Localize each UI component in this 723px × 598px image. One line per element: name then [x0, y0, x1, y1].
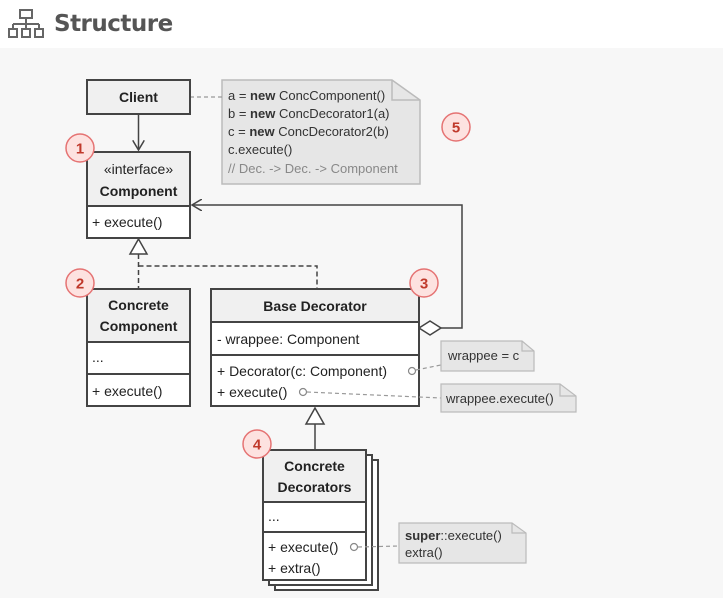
ctor-note-anchor — [407, 366, 417, 376]
client-code-note: a = new ConcComponent() b = new ConcDeco… — [221, 79, 421, 185]
cd-method-1: + execute() — [268, 539, 338, 555]
cc-name-2: Component — [100, 318, 178, 334]
badge-4: 4 — [242, 429, 272, 459]
exec-note-anchor — [298, 387, 308, 397]
extra-note-line-1: super::execute() — [405, 528, 502, 543]
cc-fields: ... — [92, 349, 104, 365]
cd-name-1: Concrete — [284, 458, 345, 474]
svg-text:5: 5 — [452, 120, 460, 137]
note-line-2: b = new ConcDecorator1(a) — [228, 106, 390, 121]
note-line-4: c.execute() — [228, 142, 292, 157]
ctor-note-connector — [415, 364, 442, 371]
execute-note-text: wrappee.execute() — [445, 391, 554, 406]
svg-text:2: 2 — [76, 276, 84, 293]
bd-method: + execute() — [217, 384, 287, 400]
note-line-5: // Dec. -> Dec. -> Component — [228, 161, 398, 176]
badge-1: 1 — [65, 133, 95, 163]
ctor-note: wrappee = c — [440, 340, 535, 372]
svg-text:3: 3 — [420, 276, 428, 293]
bd-realization-line — [138, 265, 318, 289]
component-name: Component — [100, 183, 178, 199]
extra-note-line-2: extra() — [405, 545, 443, 560]
note-line-3: c = new ConcDecorator2(b) — [228, 124, 389, 139]
extra-note: super::execute() extra() — [398, 522, 527, 564]
cc-method: + execute() — [92, 383, 162, 399]
cd-name-2: Decorators — [278, 479, 352, 495]
client-label: Client — [119, 89, 158, 105]
svg-text:4: 4 — [253, 437, 262, 454]
cc-name-1: Concrete — [108, 297, 169, 313]
component-stereotype: «interface» — [104, 161, 173, 177]
cd-method-2: + extra() — [268, 560, 321, 576]
base-decorator-box: Base Decorator - wrappee: Component + De… — [210, 288, 420, 407]
section-header: Structure — [8, 8, 173, 40]
bd-name: Base Decorator — [263, 298, 367, 314]
badge-3: 3 — [409, 268, 439, 298]
client-box: Client — [86, 79, 191, 115]
concrete-component-box: Concrete Component ... + execute() — [86, 288, 191, 407]
execute-note: wrappee.execute() — [440, 383, 577, 413]
component-method: + execute() — [92, 214, 162, 230]
realization-arrowhead — [128, 237, 149, 255]
extra-note-anchor — [349, 542, 359, 552]
concrete-decorators-stack: Concrete Decorators ... + execute() + ex… — [262, 449, 379, 591]
hierarchy-icon — [8, 9, 44, 38]
section-title: Structure — [54, 11, 173, 37]
badge-5: 5 — [441, 112, 471, 142]
inheritance-arrowhead — [304, 406, 326, 425]
bd-ctor: + Decorator(c: Component) — [217, 363, 387, 379]
badge-2: 2 — [65, 268, 95, 298]
component-interface-box: «interface» Component + execute() — [86, 151, 191, 239]
ctor-note-text: wrappee = c — [447, 348, 520, 363]
bd-field: - wrappee: Component — [217, 331, 360, 347]
cd-fields: ... — [268, 508, 280, 524]
aggregation-diamond — [417, 320, 443, 336]
note-line-1: a = new ConcComponent() — [228, 88, 385, 103]
aggregation-line — [192, 205, 463, 329]
svg-text:1: 1 — [76, 141, 84, 158]
exec-note-connector — [306, 391, 442, 399]
